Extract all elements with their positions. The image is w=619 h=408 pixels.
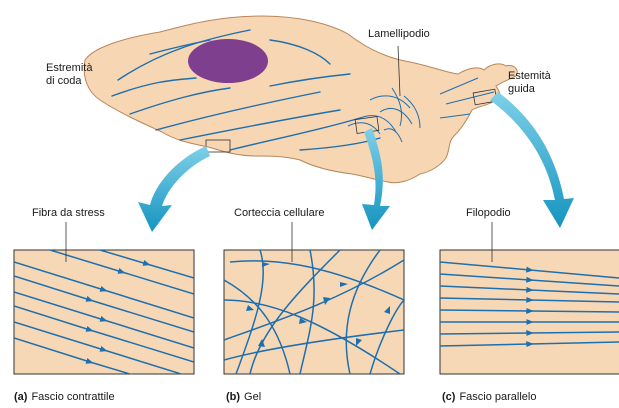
panel-c — [440, 222, 619, 374]
caption-a: (a) Fascio contrattile — [14, 391, 115, 403]
caption-c: (c) Fascio parallelo — [442, 391, 537, 403]
stress-fiber-label: Fibra da stress — [32, 207, 105, 220]
filopodium-label: Filopodio — [466, 207, 511, 220]
tail-end-line-2: di coda — [46, 75, 92, 88]
leading-end-line-2: guida — [508, 83, 551, 96]
cell — [84, 16, 517, 183]
caption-b: (b) Gel — [226, 391, 261, 403]
nucleus — [188, 39, 268, 83]
cell-body — [84, 16, 517, 183]
lamellipodium-label: Lamellipodio — [368, 28, 430, 41]
leading-end-line-1: Estemità — [508, 70, 551, 83]
tail-end-label: Estremità di coda — [46, 62, 92, 88]
caption-a-text: Fascio contrattile — [31, 391, 114, 403]
caption-c-text: Fascio parallelo — [459, 391, 536, 403]
leading-end-label: Estemità guida — [508, 70, 551, 96]
tail-end-line-1: Estremità — [46, 62, 92, 75]
caption-c-letter: (c) — [442, 391, 455, 403]
caption-a-letter: (a) — [14, 391, 27, 403]
caption-b-text: Gel — [244, 391, 261, 403]
panel-b — [224, 222, 404, 374]
panel-a — [14, 222, 194, 380]
caption-b-letter: (b) — [226, 391, 240, 403]
cell-cortex-label: Corteccia cellulare — [234, 207, 324, 220]
arrow-a — [138, 146, 210, 232]
